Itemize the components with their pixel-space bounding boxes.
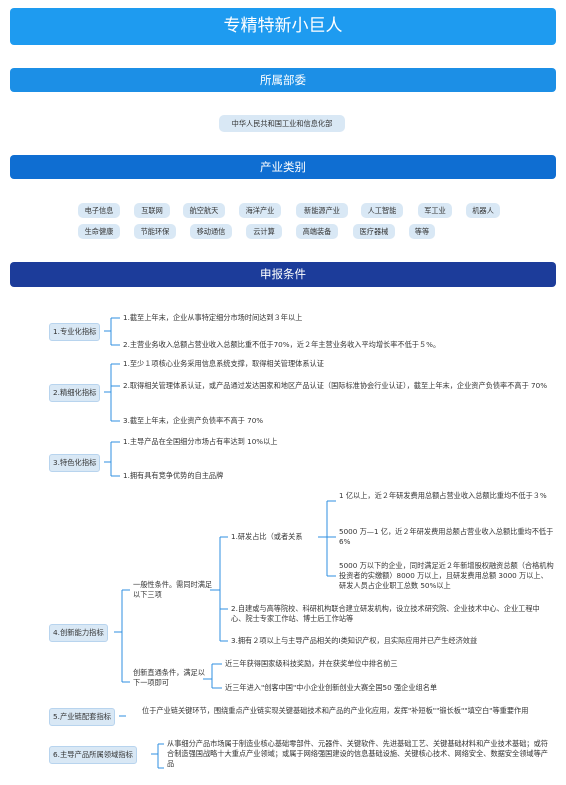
industry-tag: 等等 (409, 224, 435, 239)
c3-bracket (104, 441, 120, 477)
industry-section-header: 产业类别 (10, 155, 556, 179)
general-bracket (210, 536, 228, 642)
criterion-6-node: 6.主导产品所属领域指标 (49, 746, 137, 764)
rd-item: 1 亿以上，近２年研发费用总额占营业收入总额比重均不低于３% (339, 491, 547, 500)
dept-tag: 中华人民共和国工业和信息化部 (219, 115, 345, 132)
rd-ratio-label: 1.研发占比（或者关系 (231, 532, 303, 541)
c3-item: 1.主导产品在全国细分市场占有率达到 10%以上 (123, 437, 278, 446)
c1-bracket (104, 317, 120, 346)
c2-item: 2.取得相关管理体系认证，或产品通过发达国家和地区产品认证（国际标准协会行业认证… (123, 381, 548, 390)
c5-text: 位于产业链关键环节，围绕重点产业链实现关键基础技术和产品的产业化应用，发挥"补短… (142, 706, 529, 715)
industry-tag: 电子信息 (78, 203, 120, 218)
c1-item: 1.截至上年末，企业从事特定细分市场时间达到３年以上 (123, 313, 303, 322)
direct-item: 近三年获得国家级科技奖励，并在获奖单位中排名前三 (225, 659, 398, 668)
industry-tag: 医疗器械 (353, 224, 395, 239)
c2-item: 3.截至上年末，企业资产负债率不高于 70% (123, 416, 264, 425)
criterion-5-node: 5.产业链配套指标 (49, 708, 116, 726)
direct-condition-label: 创新直通条件，满足以下一项即可 (133, 668, 205, 687)
c6-text: 从事细分产品市场属于制造业核心基础零部件、元器件、关键软件、先进基础工艺、关键基… (167, 739, 548, 768)
criterion-2-node: 2.精细化指标 (49, 384, 101, 402)
industry-tag: 互联网 (134, 203, 170, 218)
general-condition-label: 一般性条件。需同时满足以下三项 (133, 580, 213, 599)
industry-tag: 移动通信 (190, 224, 232, 239)
c6-bracket (151, 743, 164, 769)
criterion-3-node: 3.特色化指标 (49, 454, 101, 472)
general-item-3: 3.拥有２项以上与主导产品相关的Ⅰ类知识产权，且实际应用并已产生经济效益 (231, 636, 478, 645)
c3-item: 1.拥有具有竞争优势的自主品牌 (123, 471, 224, 480)
industry-tag: 海洋产业 (239, 203, 281, 218)
industry-tag: 人工智能 (361, 203, 403, 218)
industry-tag: 生命健康 (78, 224, 120, 239)
industry-tag: 机器人 (466, 203, 500, 218)
general-item-2: 2.自建或与高等院校、科研机构联合建立研发机构，设立技术研究院、企业技术中心、企… (231, 604, 540, 623)
direct-bracket (203, 663, 222, 689)
c1-item: 2.主营业务收入总额占营业收入总额比重不低于70%，近２年主营业务收入平均增长率… (123, 340, 441, 349)
criteria-section-header: 申报条件 (10, 262, 556, 287)
industry-tag: 节能环保 (134, 224, 176, 239)
industry-tag: 航空航天 (183, 203, 225, 218)
industry-tag: 云计算 (246, 224, 282, 239)
criterion-1-node: 1.专业化指标 (49, 323, 101, 341)
c2-item: 1.至少１项核心业务采用信息系统支撑，取得相关管理体系认证 (123, 359, 324, 368)
dept-section-header: 所属部委 (10, 68, 556, 92)
c2-bracket (104, 363, 120, 422)
rd-bracket (318, 500, 336, 577)
industry-tag: 军工业 (418, 203, 452, 218)
industry-tag: 新能源产业 (296, 203, 348, 218)
industry-tag: 高端装备 (296, 224, 338, 239)
direct-item: 近三年进入"创客中国"中小企业创新创业大赛全国50 强企业组名单 (225, 683, 438, 692)
rd-item: 5000 万—1 亿，近２年研发费用总额占营业收入总额比重均不低于 6% (339, 527, 554, 546)
criterion-4-node: 4.创新能力指标 (49, 624, 108, 642)
rd-item: 5000 万以下的企业，同时满足近２年新增股权融资总额（合格机构投资者的实缴额）… (339, 561, 554, 590)
c4-bracket (114, 589, 130, 683)
page-title: 专精特新小巨人 (10, 8, 556, 45)
